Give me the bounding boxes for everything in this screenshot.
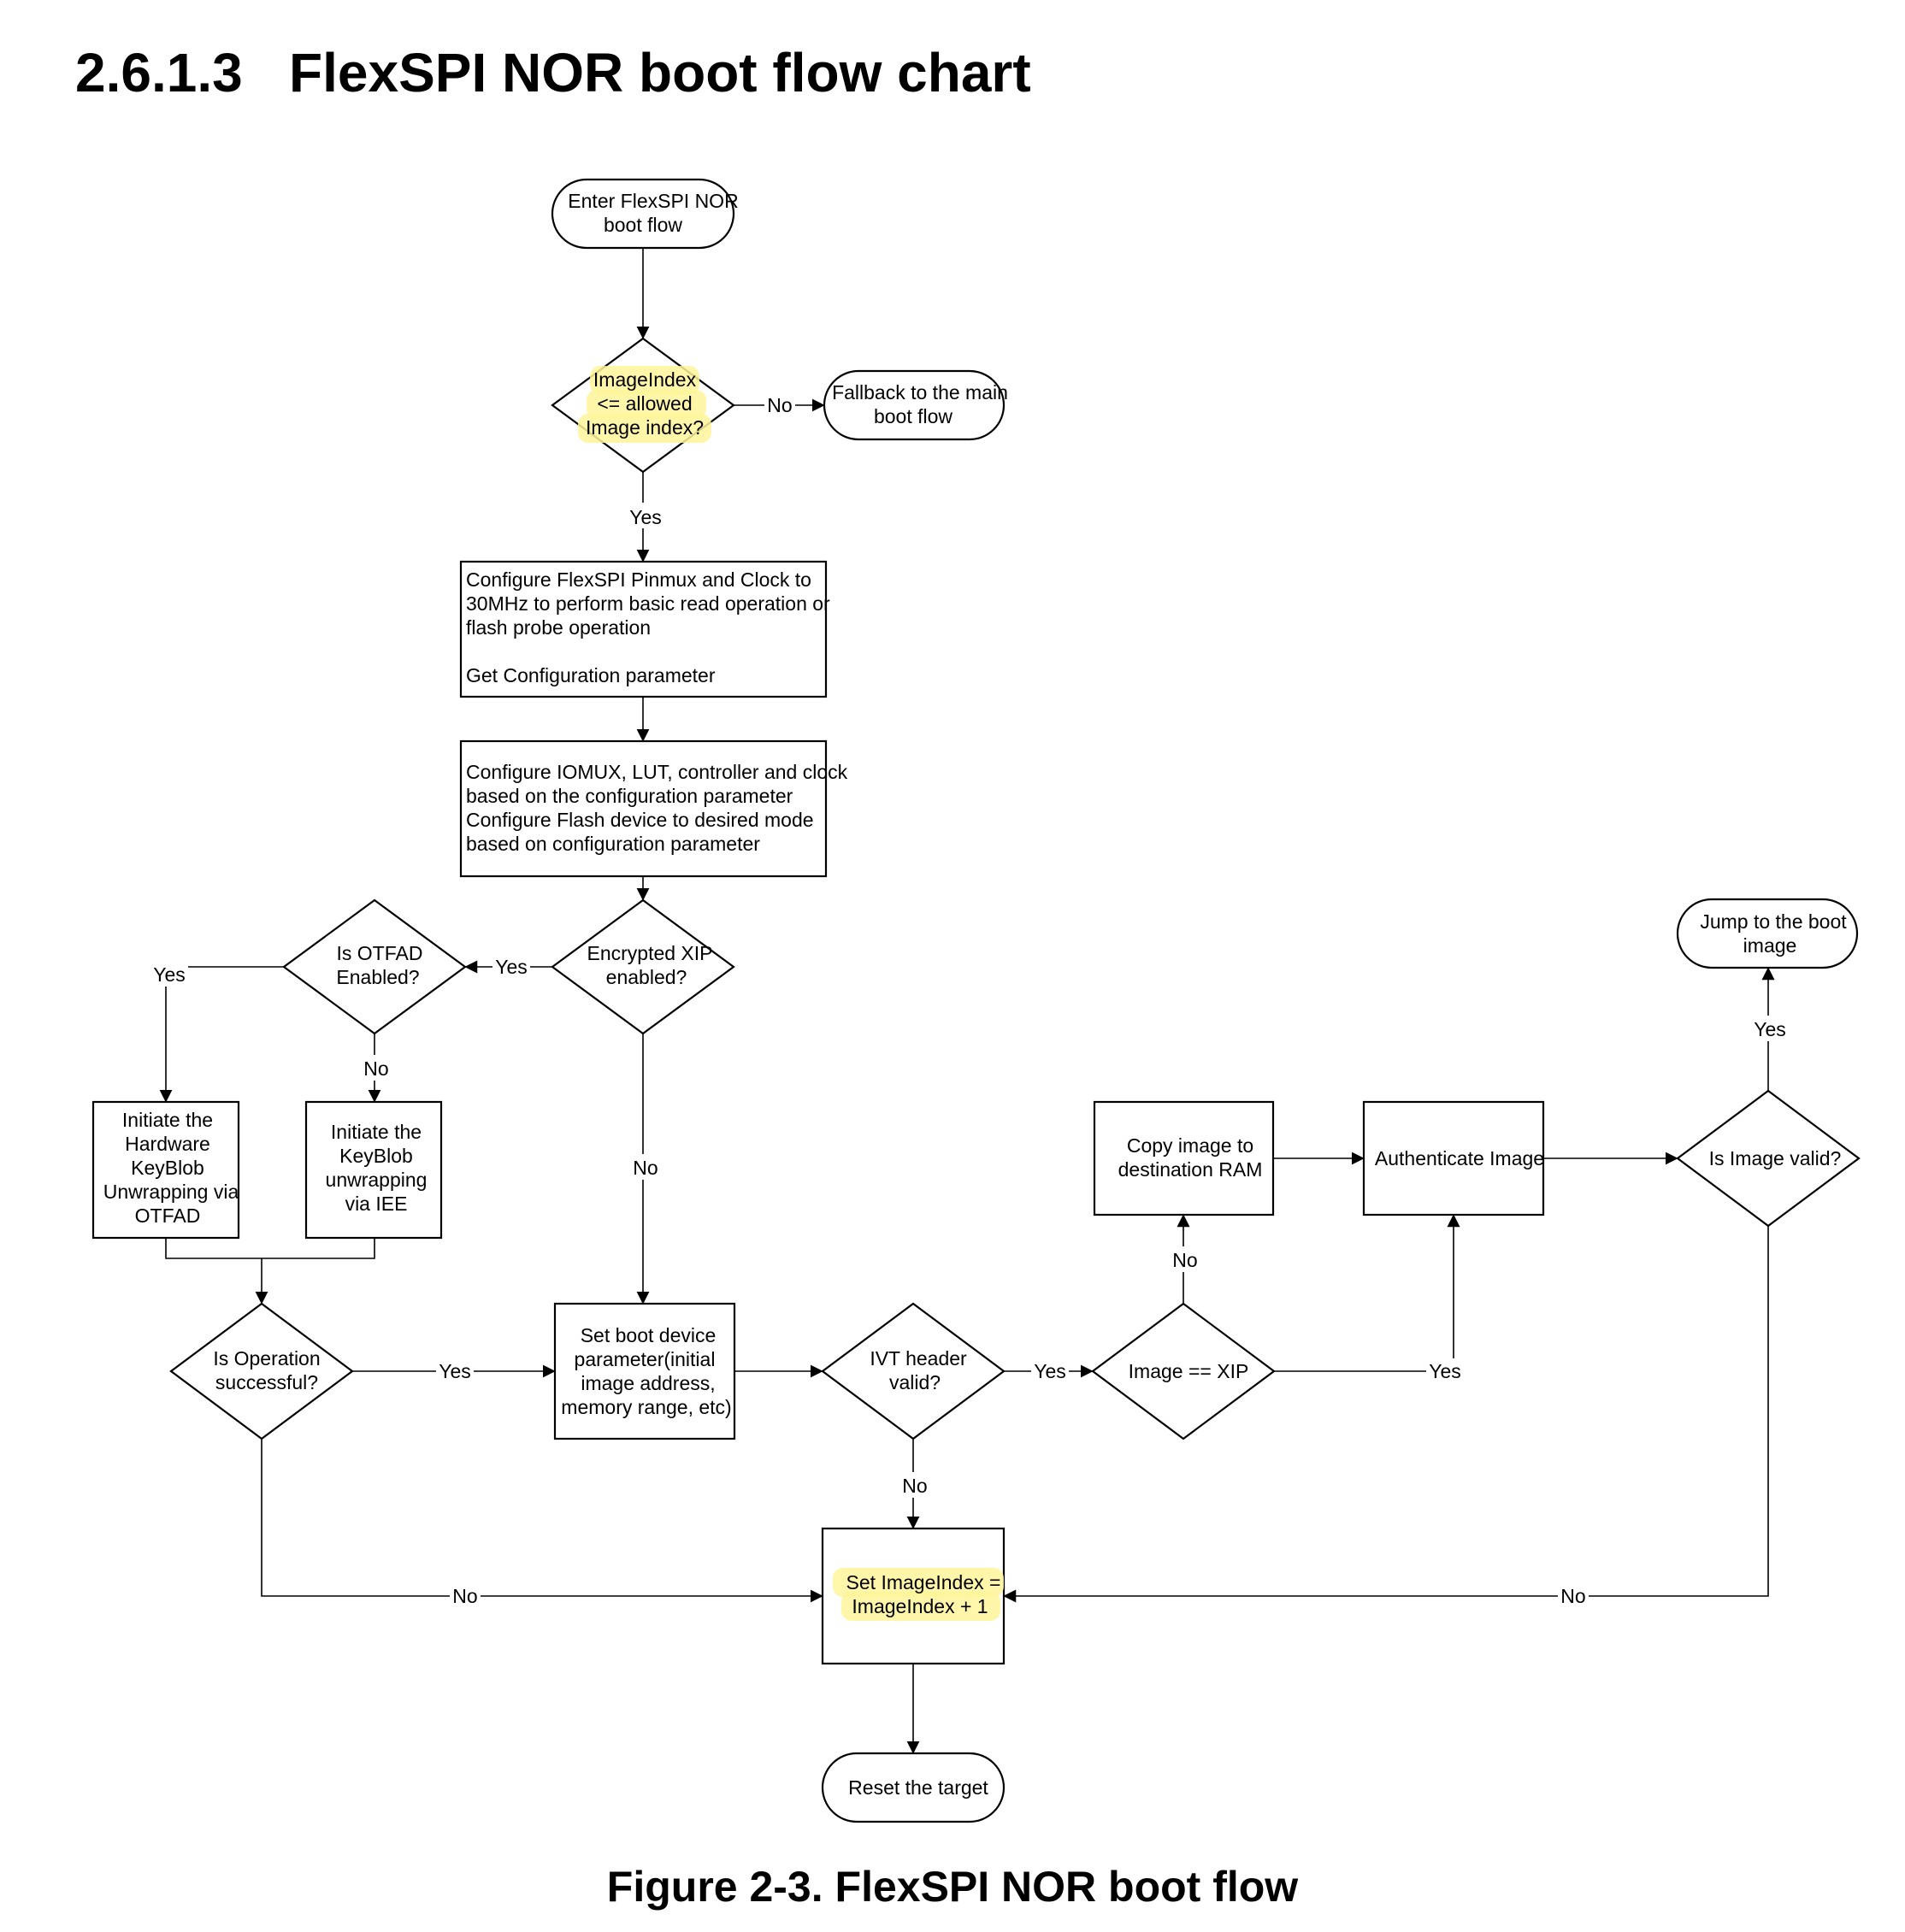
svg-text:Configure Flash device to desi: Configure Flash device to desired mode xyxy=(466,809,814,831)
svg-text:Is OTFAD: Is OTFAD xyxy=(337,942,423,964)
svg-text:successful?: successful? xyxy=(215,1371,318,1393)
label-xip-no: No xyxy=(1172,1249,1197,1271)
edge-keyblob-merge xyxy=(165,1238,375,1259)
label-ivt-yes: Yes xyxy=(1034,1360,1066,1382)
edge-valid-no xyxy=(1003,1226,1769,1603)
node-set-boot-param: Set boot device parameter(initial image … xyxy=(553,1302,736,1440)
svg-text:Reset the target: Reset the target xyxy=(848,1776,988,1799)
svg-text:enabled?: enabled? xyxy=(606,966,687,988)
svg-text:Fallback to the main: Fallback to the main xyxy=(832,381,1008,403)
svg-text:via IEE: via IEE xyxy=(345,1193,408,1215)
highlight xyxy=(578,414,711,443)
node-image-valid: Is Image valid? xyxy=(1676,1089,1861,1228)
node-jump: Jump to the boot image xyxy=(1676,898,1859,969)
node-configure-iomux: Configure IOMUX, LUT, controller and clo… xyxy=(459,739,848,878)
svg-text:30MHz to perform basic read op: 30MHz to perform basic read operation or xyxy=(466,592,830,615)
label-op-no: No xyxy=(452,1585,477,1607)
label-index-no: No xyxy=(767,394,792,416)
highlight xyxy=(833,1568,1004,1597)
label-valid-no: No xyxy=(1560,1585,1585,1607)
label-encrypted-yes: Yes xyxy=(495,956,528,978)
svg-text:parameter(initial: parameter(initial xyxy=(575,1348,716,1370)
svg-text:Enter FlexSPI NOR: Enter FlexSPI NOR xyxy=(568,190,738,212)
svg-text:Is Image valid?: Is Image valid? xyxy=(1709,1147,1842,1169)
svg-text:valid?: valid? xyxy=(889,1371,941,1393)
highlight xyxy=(841,1592,1000,1621)
node-image-index-check: ImageIndex <= allowed Image index? xyxy=(551,337,735,474)
svg-text:Set boot device: Set boot device xyxy=(581,1324,717,1346)
edge-xip-yes xyxy=(1274,1214,1460,1372)
edge-op-no xyxy=(261,1439,823,1603)
svg-text:<= allowed: <= allowed xyxy=(597,392,692,415)
section-number: 2.6.1.3 xyxy=(75,42,243,103)
svg-text:boot flow: boot flow xyxy=(604,214,682,236)
svg-text:Image index?: Image index? xyxy=(586,416,704,439)
node-reset: Reset the target xyxy=(821,1752,1006,1823)
node-hw-keyblob: Initiate the Hardware KeyBlob Unwrapping… xyxy=(91,1100,240,1240)
svg-text:Unwrapping via: Unwrapping via xyxy=(103,1181,239,1203)
svg-text:Image == XIP: Image == XIP xyxy=(1129,1360,1249,1382)
label-index-yes: Yes xyxy=(629,506,662,528)
svg-text:based on configuration paramet: based on configuration parameter xyxy=(466,833,760,855)
svg-text:Authenticate Image: Authenticate Image xyxy=(1375,1147,1544,1169)
svg-text:ImageIndex: ImageIndex xyxy=(593,368,697,391)
svg-text:destination RAM: destination RAM xyxy=(1118,1158,1263,1181)
label-xip-yes: Yes xyxy=(1429,1360,1461,1382)
node-configure-pinmux: Configure FlexSPI Pinmux and Clock to 30… xyxy=(459,560,830,698)
svg-text:OTFAD: OTFAD xyxy=(135,1205,201,1227)
svg-text:KeyBlob: KeyBlob xyxy=(339,1145,413,1167)
label-ivt-no: No xyxy=(902,1475,927,1497)
svg-text:Enabled?: Enabled? xyxy=(336,966,419,988)
svg-text:Hardware: Hardware xyxy=(125,1133,210,1155)
node-ivt-valid: IVT header valid? xyxy=(821,1302,1006,1440)
svg-text:Initiate the: Initiate the xyxy=(331,1121,422,1143)
svg-text:Jump to the boot: Jump to the boot xyxy=(1700,910,1847,933)
svg-text:Get Configuration parameter: Get Configuration parameter xyxy=(466,664,716,686)
svg-text:Initiate the: Initiate the xyxy=(122,1109,213,1131)
node-image-xip: Image == XIP xyxy=(1091,1302,1276,1440)
node-op-success: Is Operation successful? xyxy=(169,1302,354,1440)
svg-text:memory range, etc): memory range, etc) xyxy=(561,1396,731,1418)
svg-text:boot flow: boot flow xyxy=(874,405,952,427)
svg-text:Is Operation: Is Operation xyxy=(213,1347,320,1369)
node-start: Enter FlexSPI NOR boot flow xyxy=(551,178,739,250)
node-copy-image: Copy image to destination RAM xyxy=(1093,1100,1275,1216)
label-otfad-no: No xyxy=(363,1057,388,1080)
edge-otfad-yes xyxy=(159,966,284,1103)
node-fallback: Fallback to the main boot flow xyxy=(823,369,1008,441)
svg-text:Copy image to: Copy image to xyxy=(1127,1134,1253,1157)
node-set-image-index: Set ImageIndex = ImageIndex + 1 xyxy=(821,1527,1006,1665)
svg-text:Set ImageIndex =: Set ImageIndex = xyxy=(846,1571,1001,1593)
edge-labels: No Yes Yes No Yes No Yes No Yes No No Ye… xyxy=(150,392,1789,1609)
section-heading: 2.6.1.3 FlexSPI NOR boot flow chart xyxy=(75,41,1031,104)
svg-text:based on the configuration par: based on the configuration parameter xyxy=(466,785,793,807)
svg-text:flash probe operation: flash probe operation xyxy=(466,616,651,639)
svg-text:Encrypted XIP: Encrypted XIP xyxy=(587,942,712,964)
label-encrypted-no: No xyxy=(633,1157,658,1179)
label-op-yes: Yes xyxy=(439,1360,471,1382)
svg-text:KeyBlob: KeyBlob xyxy=(131,1157,204,1179)
highlight xyxy=(587,390,706,419)
section-title: FlexSPI NOR boot flow chart xyxy=(289,42,1031,103)
svg-text:Configure IOMUX, LUT, controll: Configure IOMUX, LUT, controller and clo… xyxy=(466,761,848,783)
svg-text:unwrapping: unwrapping xyxy=(326,1169,428,1191)
label-valid-yes: Yes xyxy=(1754,1018,1786,1040)
node-encrypted-xip: Encrypted XIP enabled? xyxy=(551,898,735,1035)
svg-text:image: image xyxy=(1743,934,1797,957)
node-otfad-enabled: Is OTFAD Enabled? xyxy=(282,898,467,1035)
svg-text:IVT header: IVT header xyxy=(870,1347,967,1369)
svg-text:image address,: image address, xyxy=(581,1372,715,1394)
highlight xyxy=(590,366,699,395)
svg-text:ImageIndex + 1: ImageIndex + 1 xyxy=(852,1595,988,1617)
label-otfad-yes: Yes xyxy=(153,963,186,986)
figure-caption: Figure 2-3. FlexSPI NOR boot flow xyxy=(606,1863,1299,1911)
svg-text:Configure FlexSPI Pinmux and C: Configure FlexSPI Pinmux and Clock to xyxy=(466,568,811,591)
node-iee-keyblob: Initiate the KeyBlob unwrapping via IEE xyxy=(304,1100,443,1240)
node-authenticate: Authenticate Image xyxy=(1362,1100,1545,1216)
